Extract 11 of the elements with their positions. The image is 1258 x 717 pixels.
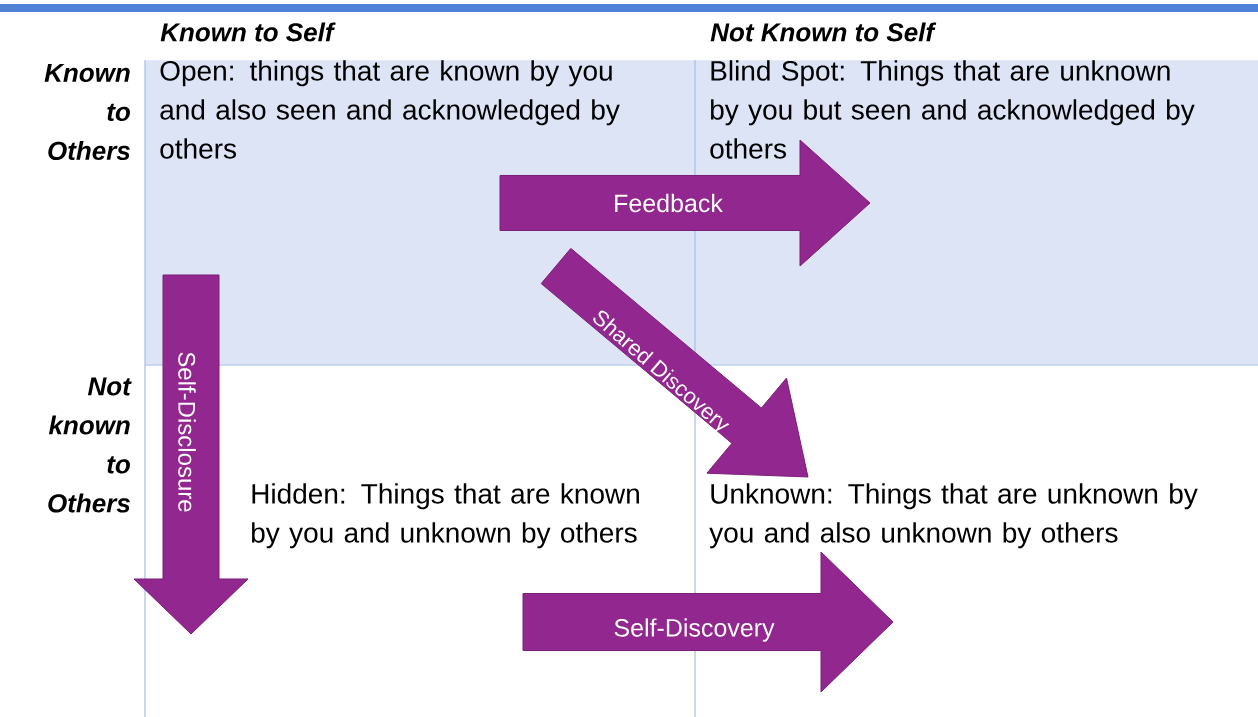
axis-heading: Not Known to Self xyxy=(710,22,937,42)
node-label: Open: things that are known by you and also seen and acknowledged by others xyxy=(160,60,620,159)
quadrant-text: Hidden: Things that are known by you and unknown by others xyxy=(252,483,639,549)
edge-label: Self-Discovery xyxy=(614,618,775,642)
block-arrow xyxy=(133,274,249,635)
block-arrow xyxy=(540,247,809,478)
block-arrow xyxy=(522,551,894,693)
axis-heading: Not known to Others xyxy=(48,377,132,513)
quadrant-text: Unknown: Things that are unknown by you and also unknown by others xyxy=(709,483,1198,549)
node-label: Blind Spot: Things that are unknown by you but seen and acknowledged by others xyxy=(710,60,1195,159)
block-arrow xyxy=(499,139,871,267)
